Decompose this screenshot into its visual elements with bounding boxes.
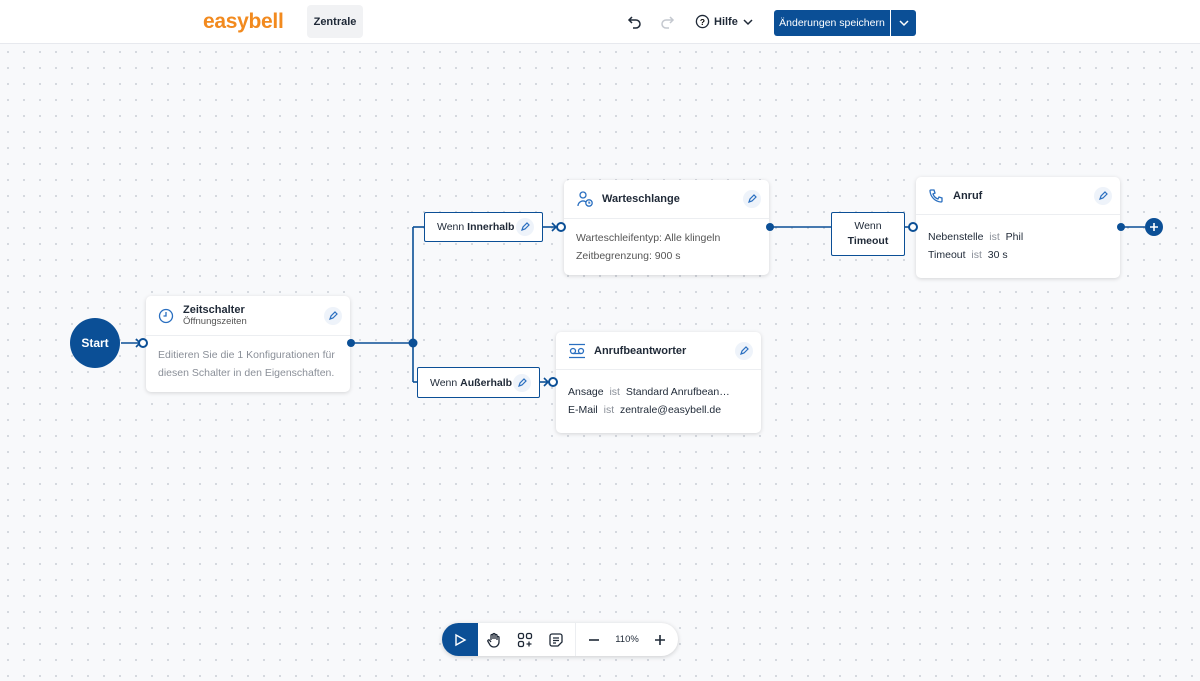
node-title: Warteschlange [602,193,680,205]
plus-icon [1150,223,1158,231]
zoom-in-button[interactable] [642,623,678,656]
node-title: Anrufbeantworter [594,344,687,357]
queue-user-icon [577,191,593,207]
select-icon [455,633,467,646]
input-port[interactable] [138,338,148,348]
input-port[interactable] [908,222,918,232]
undo-icon[interactable] [627,14,643,33]
condition-label: Timeout [847,235,889,247]
help-icon: ? [695,14,710,29]
property-row: E-Mail ist zentrale@easybell.de [568,404,722,416]
start-node[interactable]: Start [70,318,120,368]
plus-icon [655,634,665,645]
svg-text:?: ? [700,17,705,27]
condition-label: Außerhalb [460,376,513,389]
condition-prefix: Wenn [437,221,468,233]
voicemail-icon [569,343,585,358]
add-node-tool-button[interactable] [509,623,540,656]
node-body: Editieren Sie die 1 Konfigurationen für … [158,349,335,379]
clock-icon [158,308,174,323]
help-menu[interactable]: ? Hilfe [695,14,754,29]
property-row: Timeout ist 30 s [928,249,1008,261]
notes-icon [548,632,563,647]
node-line: Warteschleifentyp: Alle klingeln [576,232,721,244]
output-port[interactable] [347,339,355,347]
canvas-toolbar: 110% [442,623,678,656]
edit-button[interactable] [513,374,531,392]
notes-tool-button[interactable] [540,623,571,656]
anruf-node[interactable]: Anruf Nebenstelle ist Phil Timeout ist 3… [916,177,1120,278]
node-line: Zeitbegrenzung: 900 s [576,250,681,262]
save-button[interactable]: Änderungen speichern [774,10,890,36]
output-port[interactable] [766,223,774,231]
pencil-icon [1099,191,1108,200]
save-options-button[interactable] [891,10,916,36]
chevron-down-icon [743,18,753,25]
condition-innerhalb[interactable]: Wenn Innerhalb [424,212,543,242]
warteschlange-node[interactable]: Warteschlange Warteschleifentyp: Alle kl… [564,180,769,275]
pencil-icon [329,311,338,320]
property-row: Nebenstelle ist Phil [928,231,1024,243]
node-title: Anruf [953,189,983,202]
node-subtitle: Öffnungszeiten [183,315,247,327]
edit-button[interactable] [1094,187,1112,205]
input-port[interactable] [548,377,558,387]
pencil-icon [740,346,749,355]
add-node-button[interactable] [1145,218,1163,236]
condition-label: Innerhalb [467,221,515,233]
select-tool-button[interactable] [442,623,478,656]
anrufbeantworter-node[interactable]: Anrufbeantworter Ansage ist Standard Anr… [556,332,761,433]
condition-prefix: Wenn [854,220,882,232]
property-row: Ansage ist Standard Anrufbean… [568,386,730,398]
edit-button[interactable] [324,307,342,325]
minus-icon [589,638,599,641]
pencil-icon [748,194,757,203]
divider [575,623,576,656]
edit-button[interactable] [743,190,761,208]
redo-icon[interactable] [659,14,675,33]
logo: easybell [203,10,284,33]
condition-ausserhalb[interactable]: Wenn Außerhalb [417,367,540,398]
phone-icon [929,188,943,203]
chevron-down-icon [898,20,909,27]
zoom-level: 110% [615,634,639,645]
node-title: Zeitschalter [183,303,245,316]
input-port[interactable] [556,222,566,232]
hand-tool-button[interactable] [478,623,509,656]
tab-zentrale[interactable]: Zentrale [307,5,363,38]
edit-button[interactable] [516,218,534,236]
pencil-icon [518,378,527,387]
condition-prefix: Wenn [430,376,461,389]
add-node-icon [517,632,532,647]
output-port[interactable] [1117,223,1125,231]
hand-icon [486,632,500,648]
pencil-icon [521,222,530,231]
help-label: Hilfe [714,15,738,28]
header: easybell Zentrale ? Hilfe Änderungen spe… [0,0,1200,44]
edit-button[interactable] [735,342,753,360]
zoom-out-button[interactable] [576,623,612,656]
